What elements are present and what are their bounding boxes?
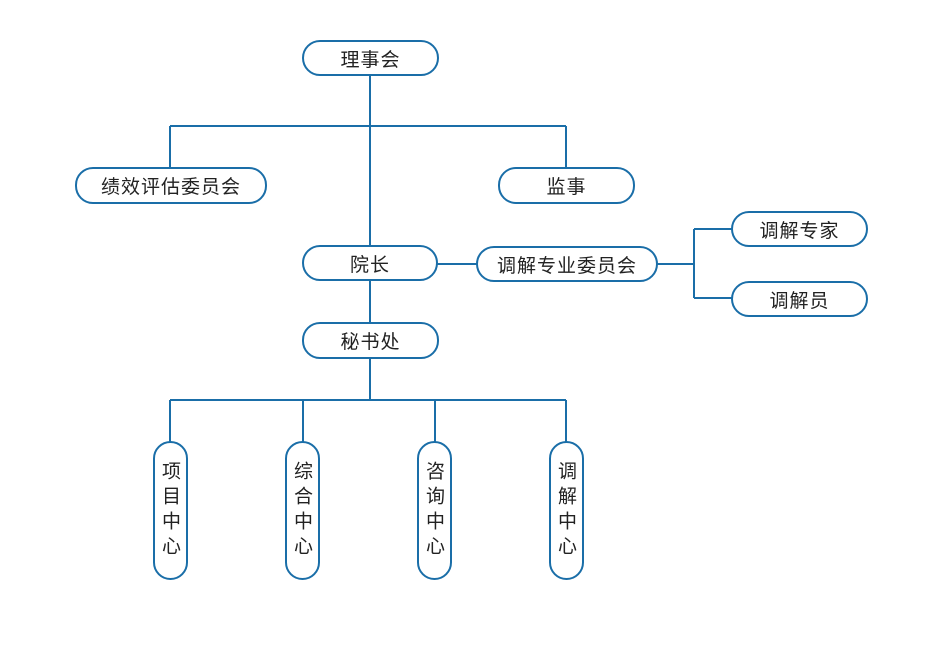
node-center-project: 项目中心 — [153, 441, 188, 580]
node-board: 理事会 — [302, 40, 439, 76]
node-supervisor: 监事 — [498, 167, 635, 204]
node-evaluation-committee: 绩效评估委员会 — [75, 167, 267, 204]
node-center-general: 综合中心 — [285, 441, 320, 580]
node-mediation-expert: 调解专家 — [731, 211, 868, 247]
node-mediation-committee: 调解专业委员会 — [476, 246, 658, 282]
node-center-mediation: 调解中心 — [549, 441, 584, 580]
node-secretariat: 秘书处 — [302, 322, 439, 359]
node-president: 院长 — [302, 245, 438, 281]
node-center-consulting: 咨询中心 — [417, 441, 452, 580]
node-mediator: 调解员 — [731, 281, 868, 317]
